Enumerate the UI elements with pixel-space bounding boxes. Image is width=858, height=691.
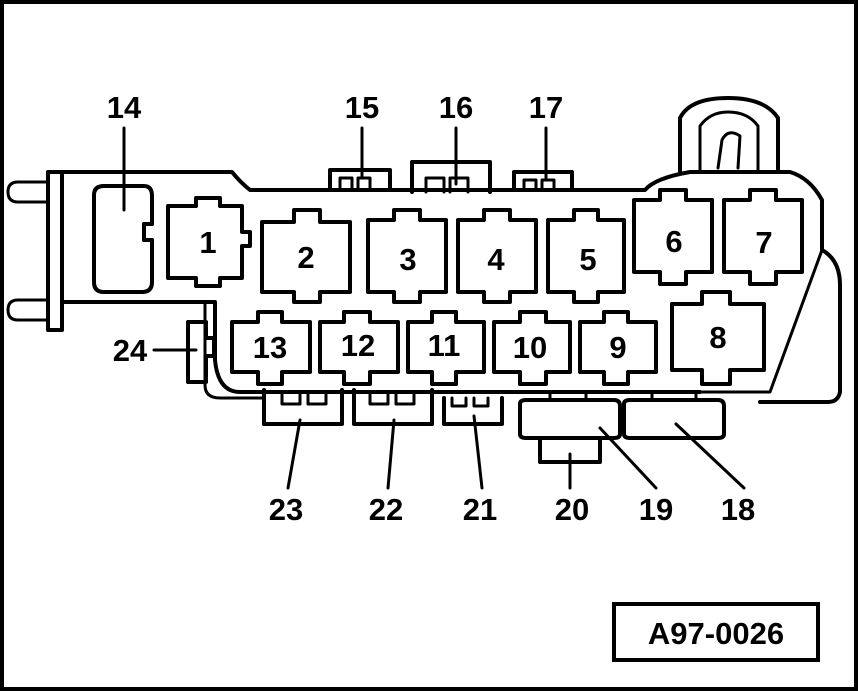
slot-label-7: 7 xyxy=(755,225,772,260)
slot-label-3: 3 xyxy=(399,242,416,277)
relay-slot-3 xyxy=(366,208,448,304)
callout-22: 22 xyxy=(369,492,403,527)
callout-18: 18 xyxy=(721,492,755,527)
slot-label-8: 8 xyxy=(709,320,726,355)
connector-17 xyxy=(512,170,574,192)
relay-slot-7 xyxy=(722,188,804,286)
slot-label-5: 5 xyxy=(579,242,596,277)
callout-15: 15 xyxy=(345,90,379,125)
housing-outline xyxy=(60,170,842,404)
connector-15 xyxy=(328,168,392,190)
callout-21: 21 xyxy=(463,492,497,527)
slot-label-2: 2 xyxy=(297,240,314,275)
housing-inner-edge xyxy=(203,300,264,400)
relay-slot-13 xyxy=(230,310,312,386)
housing-right-slope xyxy=(698,248,824,394)
connector-23 xyxy=(262,388,344,426)
relay-slot-5 xyxy=(546,208,626,304)
slot-label-13: 13 xyxy=(253,330,287,365)
relay-slot-10 xyxy=(492,310,572,386)
slot-label-10: 10 xyxy=(513,330,547,365)
mounting-tabs xyxy=(6,170,64,332)
relay-slot-8 xyxy=(670,290,766,386)
reference-code: A97-0026 xyxy=(648,616,784,651)
relay-slot-4 xyxy=(456,208,538,304)
leader-lines xyxy=(122,126,746,490)
relay-slot-2 xyxy=(260,208,352,304)
callout-20: 20 xyxy=(555,492,589,527)
slot-label-1: 1 xyxy=(199,225,216,260)
relay-slot-6 xyxy=(632,188,714,286)
relay-slot-1 xyxy=(166,196,252,288)
reference-box: A97-0026 xyxy=(612,602,820,662)
connector-21 xyxy=(442,396,504,426)
connector-19 xyxy=(518,390,622,440)
cable-grommet xyxy=(678,96,780,174)
relay-slot-9 xyxy=(578,310,658,386)
relay-slot-12 xyxy=(318,310,400,386)
slot-label-6: 6 xyxy=(665,224,682,259)
callout-19: 19 xyxy=(639,492,673,527)
slot-label-12: 12 xyxy=(341,328,375,363)
slot-label-11: 11 xyxy=(428,328,461,363)
slot-label-9: 9 xyxy=(609,330,626,365)
connector-18 xyxy=(622,390,726,440)
callout-14: 14 xyxy=(107,90,142,125)
callout-23: 23 xyxy=(269,492,303,527)
socket-14 xyxy=(92,184,154,294)
callout-24: 24 xyxy=(113,333,148,368)
connector-16 xyxy=(410,160,492,194)
slot-label-4: 4 xyxy=(487,242,505,277)
connector-24 xyxy=(186,320,216,384)
callout-16: 16 xyxy=(439,90,473,125)
relay-slot-11 xyxy=(406,310,486,386)
callout-17: 17 xyxy=(529,90,563,125)
